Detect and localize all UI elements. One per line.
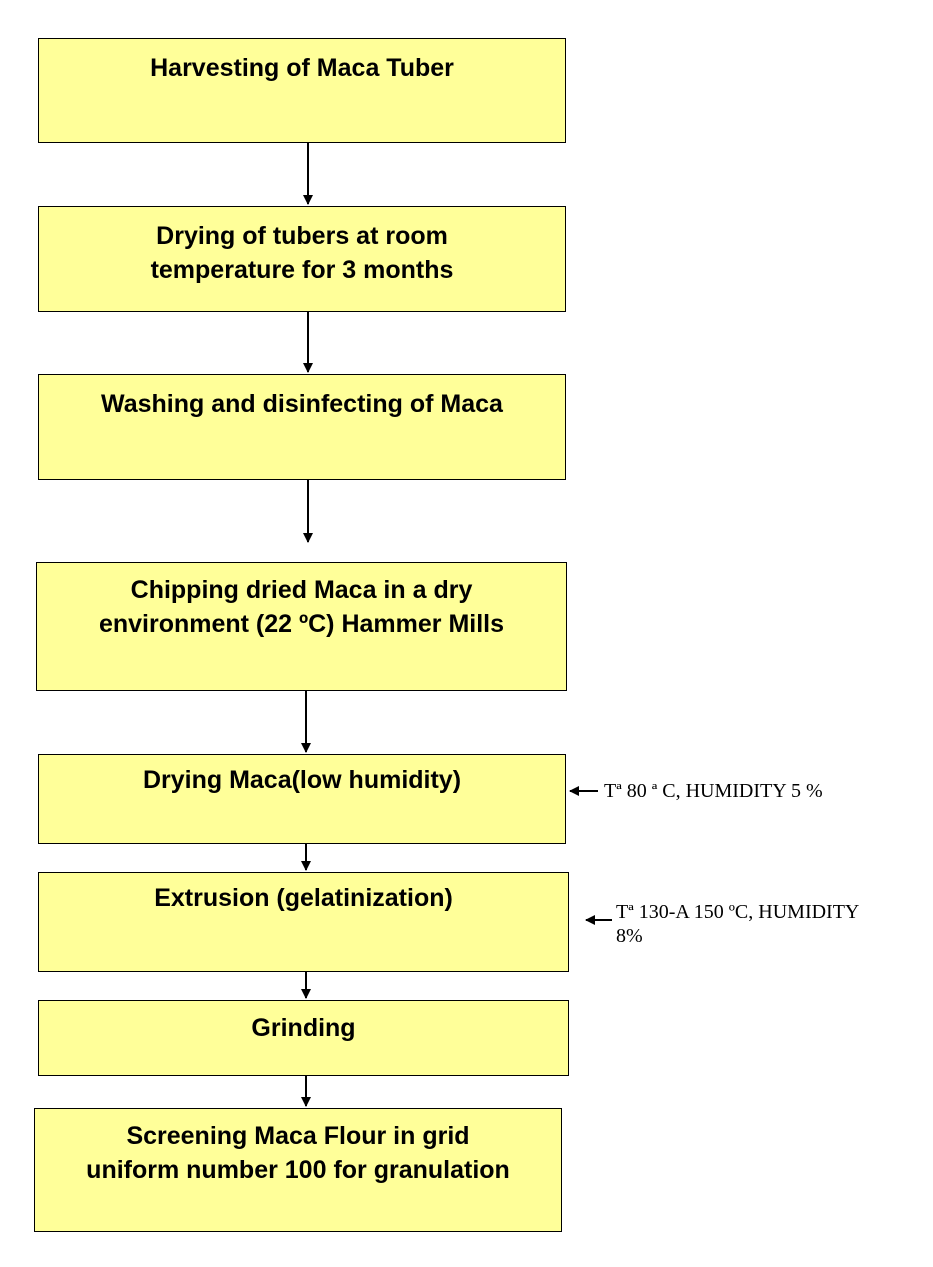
step-grinding-box: Grinding (38, 1000, 569, 1076)
step-drying-maca-text: Drying Maca(low humidity) (142, 766, 462, 794)
step-drying-tubers-text-line2: temperature for 3 months (150, 256, 454, 284)
step-harvesting-text: Harvesting of Maca Tuber (150, 54, 454, 82)
step-screening-text-line1: Screening Maca Flour in grid (126, 1122, 470, 1150)
drying-conditions-note: Tª 80 ª C, HUMIDITY 5 % (604, 780, 823, 802)
extrusion-conditions-note-line1: Tª 130-A 150 ºC, HUMIDITY (616, 901, 860, 923)
step-extrusion-box: Extrusion (gelatinization) (38, 872, 569, 972)
step-drying-tubers-text-line1: Drying of tubers at room (156, 222, 448, 250)
step-screening-box: Screening Maca Flour in grid uniform num… (34, 1108, 562, 1232)
step-grinding-text: Grinding (251, 1014, 356, 1042)
step-chipping-box: Chipping dried Maca in a dry environment… (36, 562, 567, 691)
step-harvesting-box: Harvesting of Maca Tuber (38, 38, 566, 143)
step-drying-tubers-box: Drying of tubers at room temperature for… (38, 206, 566, 312)
step-washing-box: Washing and disinfecting of Maca (38, 374, 566, 480)
extrusion-conditions-note: Tª 130-A 150 ºC, HUMIDITY 8% (616, 900, 859, 948)
step-extrusion-text: Extrusion (gelatinization) (154, 884, 453, 912)
step-washing-text: Washing and disinfecting of Maca (101, 390, 503, 418)
step-screening-text-line2: uniform number 100 for granulation (86, 1156, 510, 1184)
step-chipping-text-line1: Chipping dried Maca in a dry (130, 576, 473, 604)
step-chipping-text-line2: environment (22 ºC) Hammer Mills (98, 610, 505, 638)
step-drying-maca-box: Drying Maca(low humidity) (38, 754, 566, 844)
extrusion-conditions-note-line2: 8% (616, 925, 643, 947)
